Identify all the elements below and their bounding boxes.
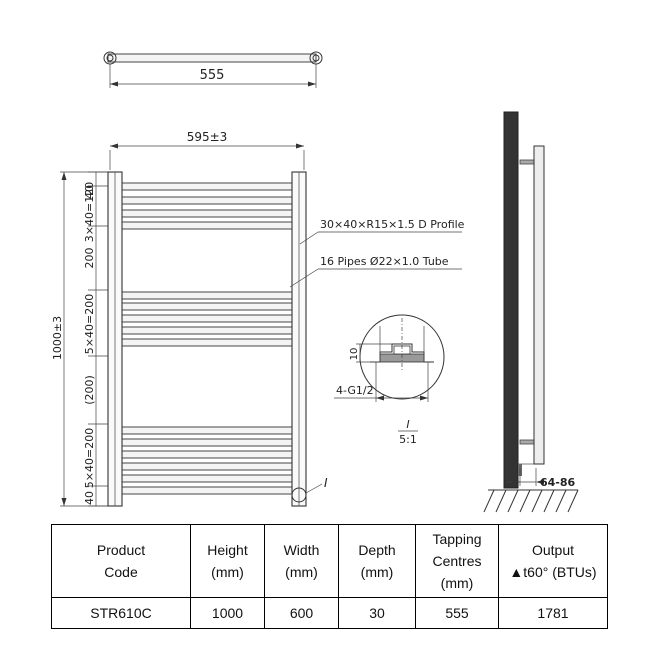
cross-bar bbox=[121, 182, 293, 191]
side-view: 64-86 bbox=[483, 111, 579, 513]
cell-output: 1781 bbox=[498, 597, 608, 629]
cross-bar bbox=[121, 291, 293, 300]
dim-5x40-upper: 5×40=200 bbox=[83, 294, 96, 354]
front-view: 595±3 I 30×40×R15×1.5 D Profile 16 Pipes… bbox=[51, 130, 465, 507]
table-row: STR610C 1000 600 30 555 1781 bbox=[51, 597, 608, 629]
tube-note: 16 Pipes Ø22×1.0 Tube bbox=[320, 255, 449, 268]
dim-3x40: 3×40=120 bbox=[83, 182, 96, 242]
cross-bar bbox=[121, 486, 293, 495]
top-view-width-label: 555 bbox=[200, 68, 225, 83]
cross-bar bbox=[121, 462, 293, 471]
cross-bar bbox=[121, 338, 293, 347]
header-product-code: Product Code bbox=[51, 524, 191, 598]
dim-top-40: 40 bbox=[83, 185, 96, 199]
detail-thread-label: 4-G1/2 bbox=[336, 384, 374, 397]
cell-width: 600 bbox=[264, 597, 339, 629]
cross-bar bbox=[121, 326, 293, 335]
hatch-line bbox=[495, 489, 507, 513]
detail-view: 10 4-G1/2 I 5:1 bbox=[334, 314, 445, 446]
dim-bottom-40: 40 bbox=[83, 491, 96, 505]
cross-bar bbox=[121, 438, 293, 447]
cross-bar bbox=[121, 302, 293, 311]
cell-height: 1000 bbox=[190, 597, 265, 629]
cross-bar bbox=[121, 221, 293, 230]
cross-bar bbox=[121, 474, 293, 483]
dim-200-bracket: (200) bbox=[83, 375, 96, 405]
detail-scale-top: I bbox=[406, 418, 409, 431]
hatch-line bbox=[543, 489, 555, 513]
hatch-line bbox=[531, 489, 543, 513]
radiator-side-profile bbox=[533, 145, 545, 465]
cross-bar bbox=[121, 426, 293, 435]
hatch-line bbox=[567, 489, 579, 513]
profile-note: 30×40×R15×1.5 D Profile bbox=[320, 218, 465, 231]
hatch-line bbox=[555, 489, 567, 513]
hatch-line bbox=[483, 489, 495, 513]
dim-200: 200 bbox=[83, 248, 96, 269]
top-view-bar bbox=[107, 53, 317, 63]
header-tapping-centres: Tapping Centres (mm) bbox=[415, 524, 499, 598]
table-header-row: Product Code Height (mm) Width (mm) Dept… bbox=[51, 524, 608, 598]
spec-table: Product Code Height (mm) Width (mm) Dept… bbox=[51, 524, 608, 629]
cross-bar bbox=[121, 314, 293, 323]
wall bbox=[503, 111, 519, 489]
cell-tapping-centres: 555 bbox=[415, 597, 499, 629]
cell-product-code: STR610C bbox=[51, 597, 191, 629]
hatch-line bbox=[519, 489, 531, 513]
detail-marker-label: I bbox=[324, 476, 328, 490]
technical-drawing: 555 595±3 I 30×40×R15×1.5 D Profile 16 P… bbox=[51, 51, 579, 513]
header-height: Height (mm) bbox=[190, 524, 265, 598]
cell-depth: 30 bbox=[338, 597, 416, 629]
cross-bar bbox=[121, 209, 293, 218]
header-output: Output ▲t60° (BTUs) bbox=[498, 524, 608, 598]
cross-bar bbox=[121, 450, 293, 459]
header-depth: Depth (mm) bbox=[338, 524, 416, 598]
dim-5x40-lower: 5×40=200 bbox=[83, 428, 96, 488]
top-view: 555 bbox=[103, 51, 323, 88]
cross-bars bbox=[121, 182, 293, 495]
detail-scale-bottom: 5:1 bbox=[399, 433, 417, 446]
overall-height-label: 1000±3 bbox=[51, 316, 64, 360]
side-depth-label: 64-86 bbox=[540, 476, 576, 489]
hatch-line bbox=[507, 489, 519, 513]
cross-bar bbox=[121, 196, 293, 205]
header-width: Width (mm) bbox=[264, 524, 339, 598]
valve-detail-circle bbox=[291, 487, 307, 503]
detail-dim-10: 10 bbox=[349, 348, 360, 361]
floor-hatch bbox=[483, 489, 579, 513]
overall-width-label: 595±3 bbox=[187, 130, 228, 144]
